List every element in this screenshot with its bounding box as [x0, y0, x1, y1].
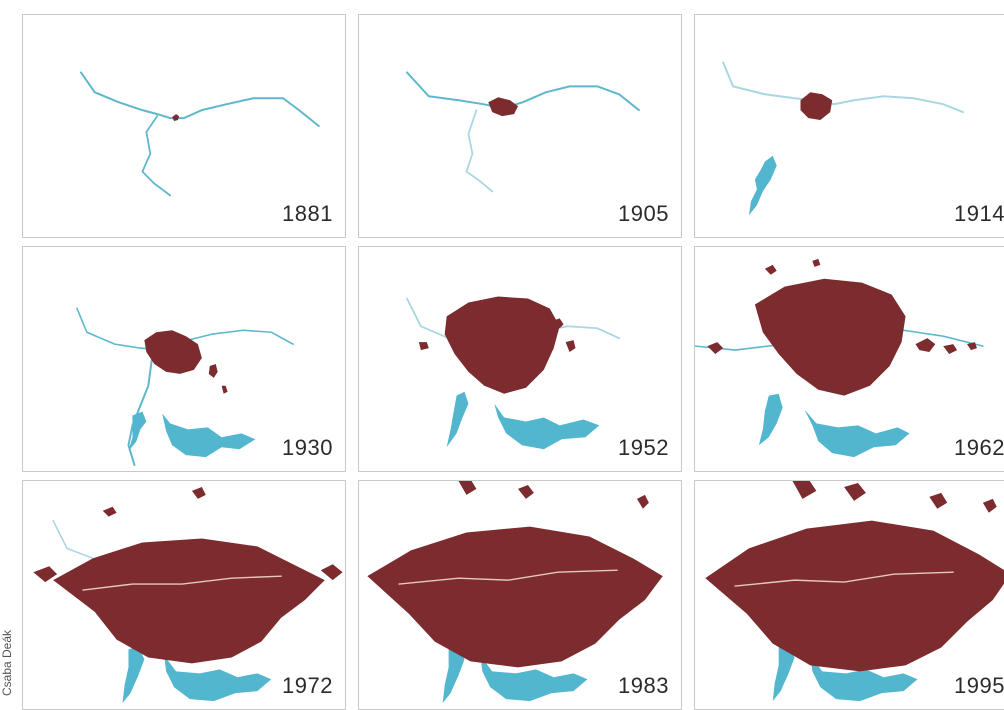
- reservoir-billings: [494, 403, 600, 450]
- map-panel-1962: 1962: [694, 246, 1004, 472]
- map-panel-1914: 1914: [694, 14, 1004, 238]
- urban-patches: [208, 363, 228, 394]
- year-label: 1972: [282, 673, 333, 698]
- urban-patches: [458, 481, 649, 509]
- reservoir: [748, 155, 777, 216]
- map-panel-1983: 1983: [358, 480, 682, 710]
- map-1905-svg: [406, 71, 640, 193]
- river-through-city: [734, 571, 954, 587]
- map-panel-1952: 1952: [358, 246, 682, 472]
- map-1952-svg: [406, 296, 621, 450]
- urban-area: [367, 526, 663, 668]
- reservoir-west: [758, 393, 783, 446]
- urban-area: [53, 538, 325, 664]
- reservoir-billings: [164, 655, 272, 702]
- urban-patches: [792, 481, 997, 513]
- map-1983-svg: [367, 481, 663, 704]
- river-south: [465, 109, 494, 193]
- urban-area: [444, 296, 560, 394]
- reservoir-west: [442, 645, 465, 704]
- river-main: [406, 71, 640, 112]
- year-label: 1905: [618, 201, 669, 226]
- river-south: [127, 355, 154, 467]
- map-panel-1995: 1995: [694, 480, 1004, 710]
- map-panel-1881: 1881: [22, 14, 346, 238]
- year-label: 1983: [618, 673, 669, 698]
- river-upstream: [52, 519, 94, 560]
- urban-core: [172, 114, 180, 122]
- river-through-city: [398, 569, 618, 585]
- map-panel-1972: 1972: [22, 480, 346, 710]
- year-label: 1962: [954, 435, 1004, 460]
- reservoir-west: [122, 645, 145, 704]
- urban-area: [705, 520, 1004, 672]
- photo-credit: Csaba Deák: [0, 576, 16, 696]
- map-panel-1930: 1930: [22, 246, 346, 472]
- urban-patches: [33, 486, 343, 583]
- reservoir-west: [772, 643, 795, 702]
- urban-area: [754, 278, 906, 396]
- reservoir-billings: [804, 409, 910, 458]
- map-1930-svg: [76, 307, 294, 467]
- year-label: 1914: [954, 201, 1004, 226]
- map-1881-svg: [79, 71, 320, 197]
- map-1914-svg: [722, 61, 965, 216]
- river-main: [79, 71, 320, 127]
- urban-patches: [418, 318, 576, 353]
- river-main: [722, 61, 965, 114]
- year-label: 1930: [282, 435, 333, 460]
- map-1995-svg: [705, 481, 1004, 702]
- reservoir-billings: [162, 413, 256, 458]
- river-through-city: [82, 575, 282, 591]
- urban-core: [800, 92, 833, 121]
- urban-core: [144, 330, 202, 374]
- reservoir-billings: [480, 655, 588, 702]
- year-label: 1881: [282, 201, 333, 226]
- reservoir-west: [446, 391, 469, 448]
- urban-core: [488, 97, 519, 117]
- year-label: 1995: [954, 673, 1004, 698]
- credit-text: Csaba Deák: [0, 629, 14, 696]
- year-label: 1952: [618, 435, 669, 460]
- map-panel-1905: 1905: [358, 14, 682, 238]
- reservoir-west: [128, 411, 147, 452]
- river-south: [141, 115, 172, 197]
- map-1972-svg: [33, 486, 343, 704]
- reservoir-billings: [810, 655, 918, 702]
- map-1962-svg: [695, 258, 984, 458]
